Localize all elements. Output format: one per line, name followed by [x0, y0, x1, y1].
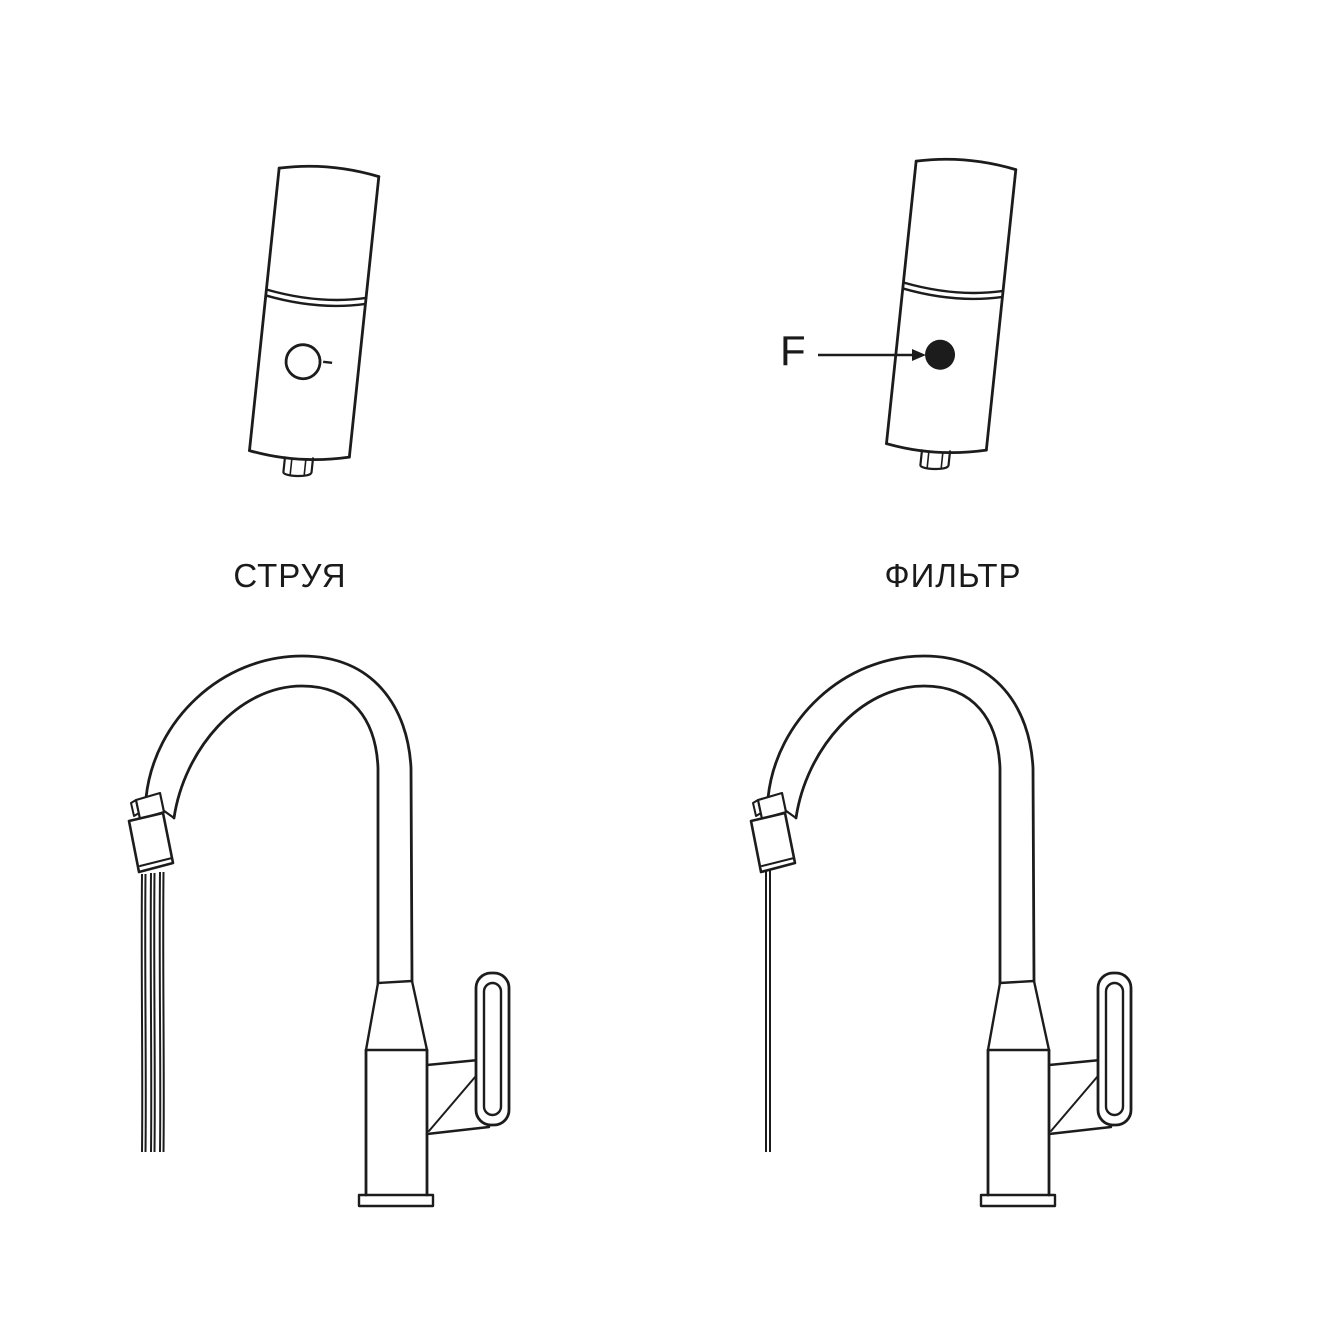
faucet-jet-diagram: [127, 654, 511, 1208]
spray-head-body: [245, 160, 381, 483]
callout-f-label: F: [780, 327, 806, 374]
spray-head-body: [882, 153, 1018, 476]
mode-button-tick: [323, 360, 333, 364]
mode-button-icon: [284, 343, 322, 381]
stream-mode-label: СТРУЯ: [233, 557, 347, 594]
faucet-body: [127, 654, 511, 1208]
water-stream-single-icon: [764, 869, 772, 1153]
callout-arrow: [818, 349, 926, 361]
faucet-body: [749, 654, 1133, 1208]
filter-button-icon: [925, 339, 956, 370]
faucet-filter-diagram: [749, 654, 1133, 1208]
callout-arrowhead-icon: [912, 349, 926, 361]
filter-mode-label: ФИЛЬТР: [884, 557, 1022, 594]
line-art-root: [127, 153, 1133, 1208]
spray-head-filter-diagram: [882, 153, 1018, 476]
water-stream-multi-icon: [140, 871, 165, 1153]
spray-head-jet-diagram: [245, 160, 381, 483]
